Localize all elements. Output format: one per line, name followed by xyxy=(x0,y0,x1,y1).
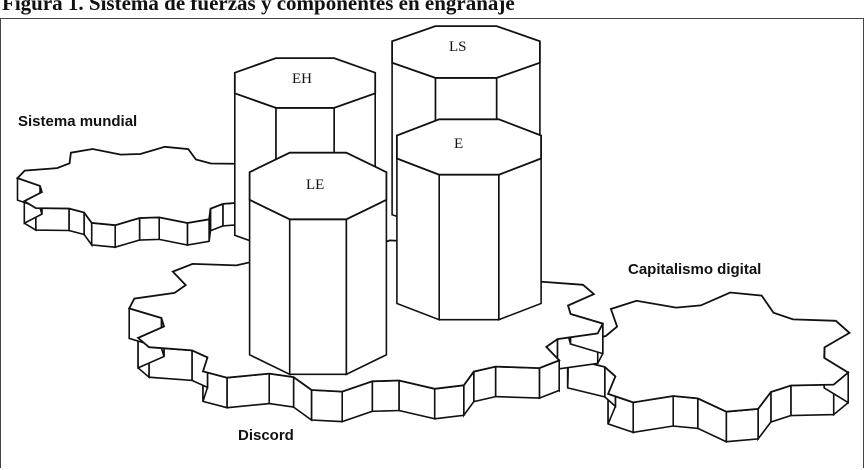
cylinder-label-e: E xyxy=(454,136,464,152)
gear-label-capitalismo-digital: Capitalismo digital xyxy=(628,261,762,278)
gear-top-face xyxy=(15,145,265,227)
gear-side-face xyxy=(138,216,160,241)
prism-side-face xyxy=(248,198,291,376)
gear-sistema-mundial xyxy=(15,145,265,249)
gear-side-face xyxy=(672,395,699,430)
prism-side-face xyxy=(288,218,348,376)
gear-side-face xyxy=(310,389,344,423)
cylinder-e xyxy=(395,118,542,321)
gear-side-face xyxy=(268,372,295,409)
gear-side-face xyxy=(472,365,497,403)
gear-capitalismo-digital xyxy=(566,291,852,443)
prism-side-face xyxy=(438,173,500,321)
gear-label-discord: Discord xyxy=(238,427,294,444)
gear-side-face xyxy=(433,384,465,420)
cylinder-le xyxy=(248,151,388,376)
prism-top-face xyxy=(248,151,388,221)
prism-side-face xyxy=(497,157,542,321)
prism-side-face xyxy=(345,198,388,376)
figure-frame xyxy=(0,18,864,468)
gear-side-face xyxy=(226,372,271,409)
gear-label-sistema-mundial: Sistema mundial xyxy=(18,113,138,130)
cylinder-label-le: LE xyxy=(306,177,325,193)
gear-side-face xyxy=(371,379,400,413)
prism-side-face xyxy=(396,157,441,321)
gear-side-face xyxy=(725,408,759,443)
cylinder-label-eh: EH xyxy=(292,71,312,87)
prism-top-face xyxy=(391,25,541,79)
cylinder-label-ls: LS xyxy=(449,39,467,55)
gear-top-face xyxy=(566,291,852,413)
cylinders-layer xyxy=(233,25,542,376)
prism-top-face xyxy=(233,57,377,109)
gear-side-face xyxy=(90,222,116,249)
prism-top-face xyxy=(395,118,542,176)
gear-side-face xyxy=(494,365,541,399)
figure-caption: Figura 1. Sistema de fuerzas y component… xyxy=(2,0,515,15)
